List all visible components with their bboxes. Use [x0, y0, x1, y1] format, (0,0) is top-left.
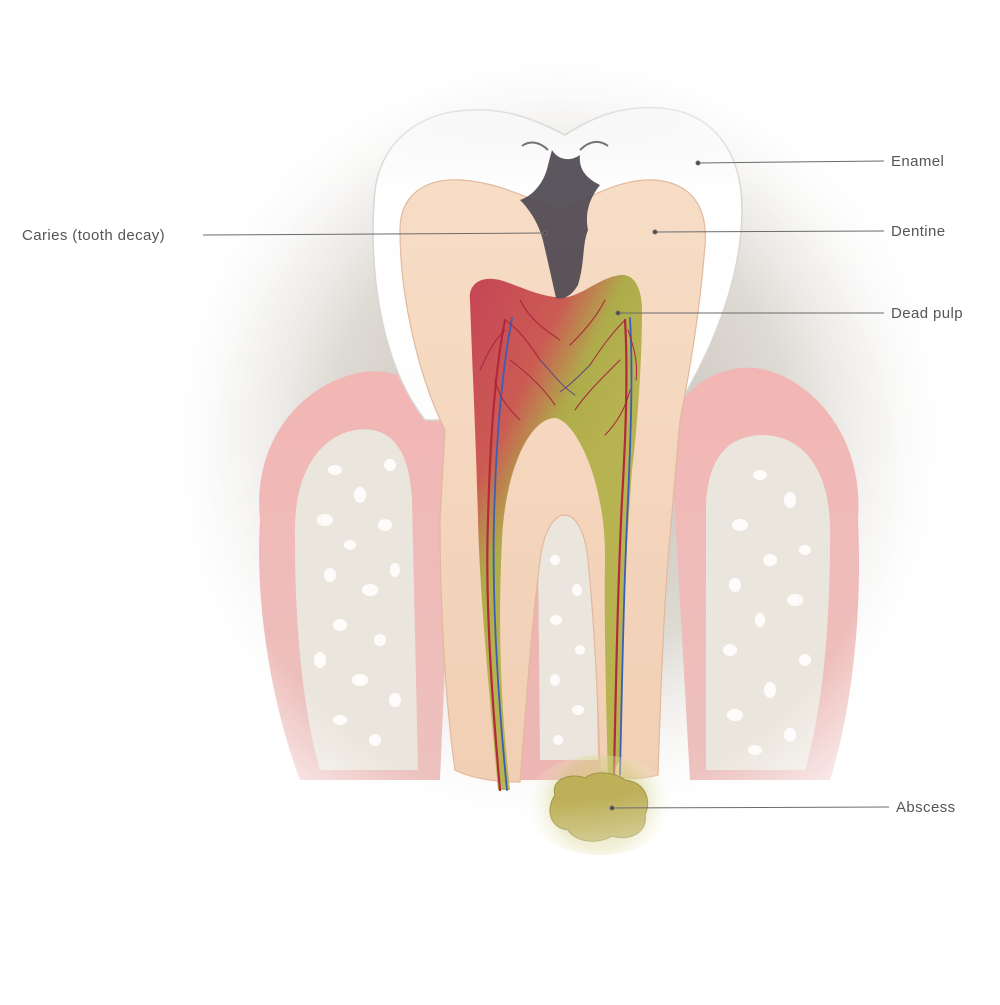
- label-caries: Caries (tooth decay): [22, 227, 166, 244]
- leader-dentine-dot: [652, 229, 658, 235]
- leader-enamel-dot: [695, 160, 701, 166]
- leader-caries-dot: [542, 230, 548, 236]
- leader-lines: [202, 160, 890, 811]
- leader-caries: [202, 232, 546, 236]
- label-dentine: Dentine: [891, 223, 946, 240]
- label-enamel: Enamel: [891, 153, 945, 170]
- leader-abscess: [611, 806, 890, 809]
- label-dead-pulp: Dead pulp: [891, 305, 963, 322]
- leader-enamel: [697, 160, 885, 164]
- leader-dentine: [654, 230, 885, 233]
- label-abscess: Abscess: [896, 799, 956, 816]
- leader-dead-pulp-dot: [615, 310, 621, 316]
- leader-abscess-dot: [609, 805, 615, 811]
